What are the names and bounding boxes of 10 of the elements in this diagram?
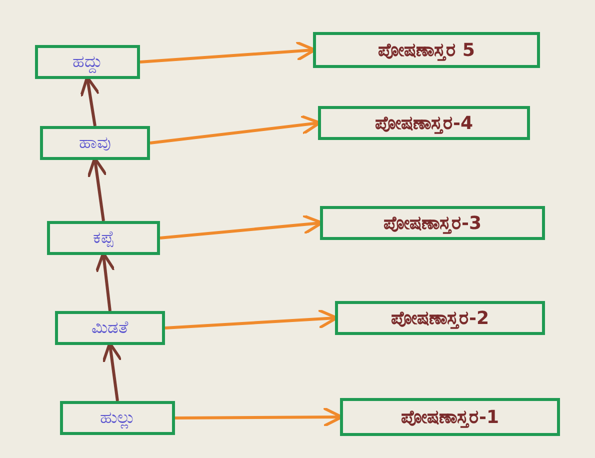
- trophic-level-box: ಪೋಷಣಾಸ್ತರ-2: [335, 301, 545, 335]
- trophic-level-box: ಪೋಷಣಾಸ್ತರ 5: [313, 32, 540, 68]
- trophic-level-box: ಪೋಷಣಾಸ್ತರ-4: [318, 106, 530, 140]
- trophic-level-box: ಪೋಷಣಾಸ್ತರ-1: [340, 398, 560, 436]
- organism-box: ಕಪ್ಪೆ: [47, 221, 160, 255]
- organism-box: ಹುಲ್ಲು: [60, 401, 175, 435]
- organism-box: ಹಾವು: [40, 126, 150, 160]
- trophic-level-box: ಪೋಷಣಾಸ್ತರ-3: [320, 206, 545, 240]
- organism-box: ಮಿಡತೆ: [55, 311, 165, 345]
- organism-box: ಹದ್ದು: [35, 45, 140, 79]
